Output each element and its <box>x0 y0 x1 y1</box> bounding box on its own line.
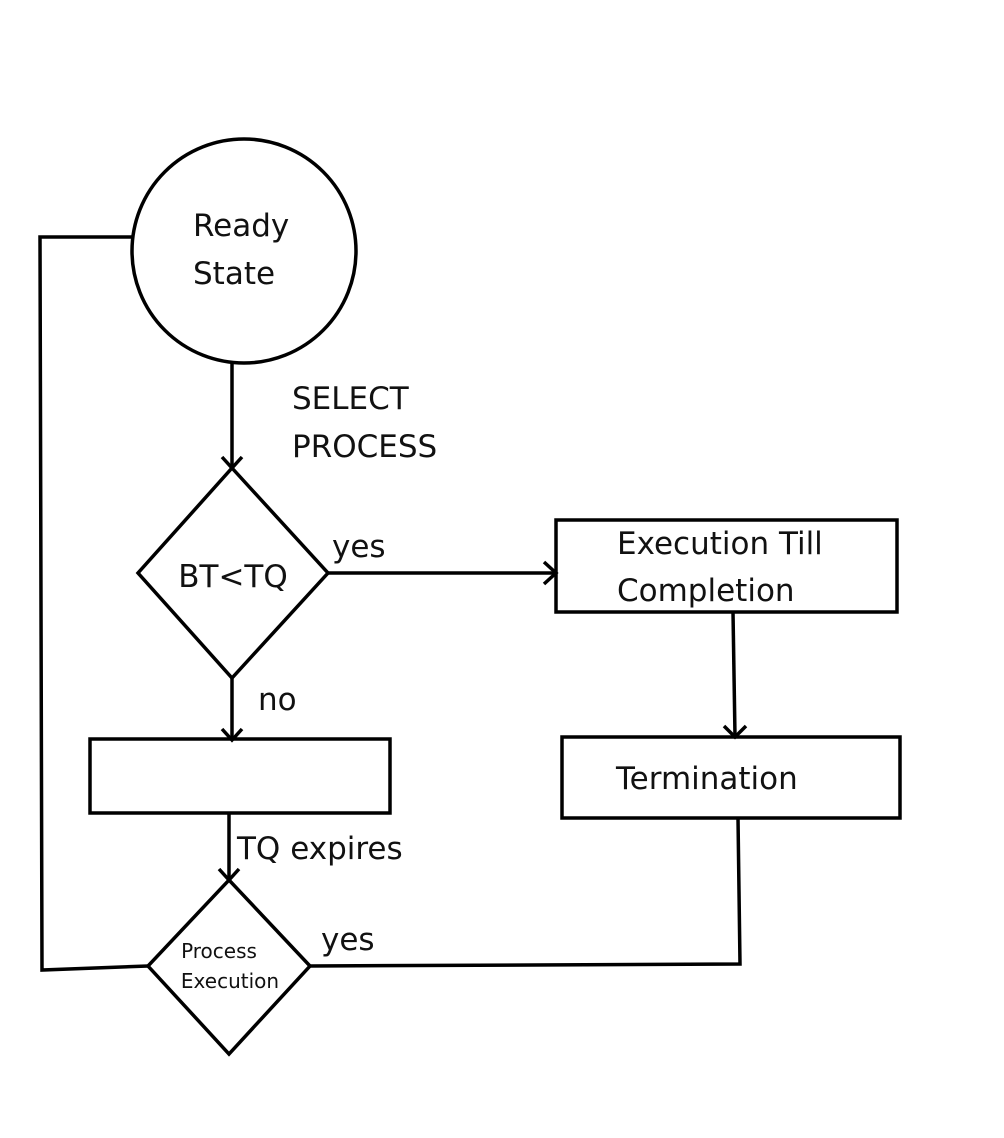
select-process-label-line1: SELECT <box>292 381 410 417</box>
arrow-execution-to-termination <box>722 611 748 740</box>
execution-till-completion-label-line2: Completion <box>617 573 795 609</box>
ready-state-circle <box>130 137 358 365</box>
process-box-node <box>88 737 392 815</box>
termination-box <box>560 735 902 820</box>
arrow-yes-to-execution <box>328 560 559 586</box>
decision-process-execution-node: Process Execution <box>145 877 313 1057</box>
termination-node: Termination <box>560 735 902 820</box>
tq-expires-label: TQ expires <box>236 831 403 867</box>
decision-bt-tq-node: BT<TQ <box>135 465 331 681</box>
connector-loop-back-to-ready <box>38 235 149 972</box>
decision-bt-tq-label: BT<TQ <box>178 559 288 595</box>
arrow-tq-expires <box>217 813 241 883</box>
process-execution-label-line1: Process <box>181 939 257 963</box>
process-box <box>88 737 392 815</box>
ready-state-label-line1: Ready <box>193 208 289 244</box>
ready-state-node: Ready State <box>130 137 358 365</box>
termination-label: Termination <box>615 761 798 797</box>
arrow-ready-to-decision <box>220 363 244 471</box>
execution-till-completion-label-line1: Execution Till <box>617 526 823 562</box>
yes-top-label: yes <box>332 529 386 565</box>
execution-till-completion-box <box>554 518 899 614</box>
connector-yes-to-termination <box>309 817 742 968</box>
arrow-no-to-process-box <box>220 678 244 743</box>
select-process-label-line2: PROCESS <box>292 429 437 465</box>
no-label: no <box>258 682 297 718</box>
execution-till-completion-node: Execution Till Completion <box>554 518 899 614</box>
yes-bottom-label: yes <box>321 922 375 958</box>
decision-process-execution-diamond <box>145 877 313 1057</box>
ready-state-label-line2: State <box>193 256 275 292</box>
process-execution-label-line2: Execution <box>181 969 279 993</box>
